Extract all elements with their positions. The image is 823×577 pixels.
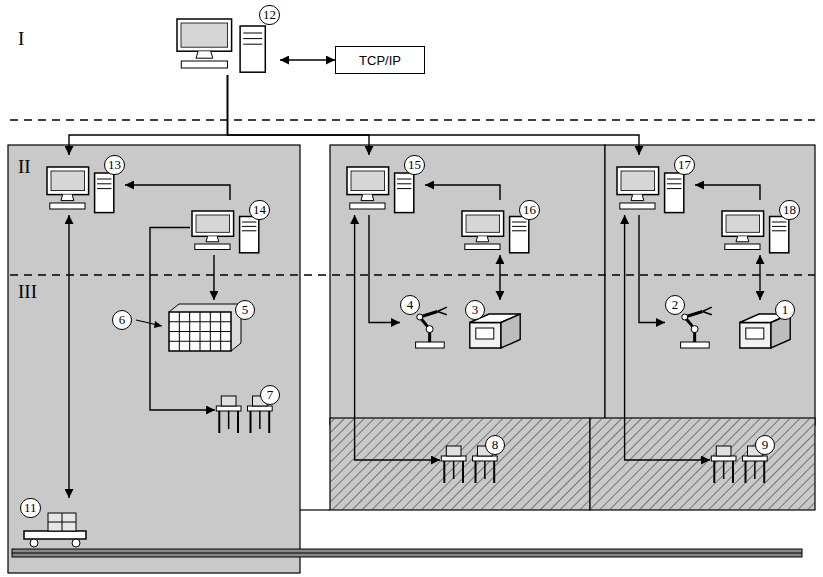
hatching bbox=[330, 418, 590, 510]
callout-number: 16 bbox=[519, 200, 540, 220]
buffer-zone bbox=[590, 418, 815, 510]
signal-connector bbox=[625, 215, 710, 460]
signal-connector bbox=[280, 59, 335, 60]
callout-number: 14 bbox=[249, 200, 270, 220]
callout-number: 2 bbox=[665, 295, 685, 315]
rail-track bbox=[12, 553, 802, 554]
pallet-station: 8 bbox=[440, 435, 505, 485]
callout-number: 13 bbox=[104, 155, 125, 175]
callout-number: 8 bbox=[485, 435, 505, 455]
callout-number: 4 bbox=[400, 295, 420, 315]
panel-edge bbox=[300, 509, 330, 510]
callout-number: 17 bbox=[674, 155, 695, 175]
cell-computer: 13 bbox=[45, 155, 125, 215]
cell-computer: 15 bbox=[345, 155, 425, 215]
level-label: III bbox=[18, 281, 37, 302]
robot: 2 bbox=[665, 295, 717, 350]
machine-tool: 1 bbox=[735, 300, 795, 350]
callout-number: 3 bbox=[465, 300, 485, 320]
signal-connector bbox=[228, 75, 370, 155]
transport-cart: 11 bbox=[20, 498, 90, 548]
signal-connector bbox=[355, 215, 440, 460]
signal-connector bbox=[69, 75, 228, 155]
pallet-station: 7 bbox=[215, 385, 280, 435]
cell-panel bbox=[8, 145, 300, 573]
signal-connector bbox=[369, 215, 400, 323]
callout-number: 18 bbox=[779, 200, 800, 220]
level-label: I bbox=[18, 28, 24, 49]
level-label-holder: II bbox=[18, 156, 31, 178]
level-divider bbox=[10, 274, 815, 275]
signal-connector bbox=[125, 185, 230, 200]
callout-number: 11 bbox=[20, 498, 41, 518]
callout-number: 12 bbox=[259, 5, 280, 25]
level-label-holder: III bbox=[18, 281, 37, 303]
leader-arrowhead bbox=[154, 321, 162, 328]
callout-number: 9 bbox=[755, 435, 775, 455]
signal-connector bbox=[759, 255, 760, 300]
station-computer: 18 bbox=[720, 200, 800, 255]
signal-connector bbox=[213, 255, 214, 300]
station-computer: 14 bbox=[190, 200, 270, 255]
callout-number: 6 bbox=[112, 310, 132, 330]
signal-connector bbox=[695, 185, 760, 200]
network-label: TCP/IP bbox=[359, 53, 401, 68]
station-computer: 16 bbox=[460, 200, 540, 255]
level-label-holder: I bbox=[18, 28, 24, 50]
level-divider bbox=[10, 119, 815, 120]
rail-track bbox=[12, 549, 802, 557]
callout-number: 5 bbox=[235, 300, 255, 320]
cell-panel bbox=[330, 145, 605, 425]
cell-computer: 17 bbox=[615, 155, 695, 215]
pallet-station: 9 bbox=[710, 435, 775, 485]
machine-tool: 3 bbox=[465, 300, 525, 350]
callout-number-holder: 6 bbox=[112, 310, 132, 330]
network-box: TCP/IP bbox=[335, 46, 425, 74]
buffer-zone bbox=[330, 418, 590, 510]
callout-number: 1 bbox=[775, 300, 795, 320]
robot: 4 bbox=[400, 295, 452, 350]
signal-connector bbox=[228, 75, 640, 155]
signal-connector bbox=[68, 215, 69, 498]
callout-number: 15 bbox=[404, 155, 425, 175]
callout-number: 7 bbox=[260, 385, 280, 405]
cell-panel bbox=[605, 145, 815, 425]
signal-connector bbox=[425, 185, 500, 200]
hatching bbox=[590, 418, 815, 510]
server-computer: 12 bbox=[175, 5, 280, 75]
storage-rack: 5 bbox=[165, 300, 255, 355]
level-label: II bbox=[18, 156, 31, 177]
signal-connector bbox=[499, 255, 500, 300]
signal-connector bbox=[639, 215, 665, 323]
